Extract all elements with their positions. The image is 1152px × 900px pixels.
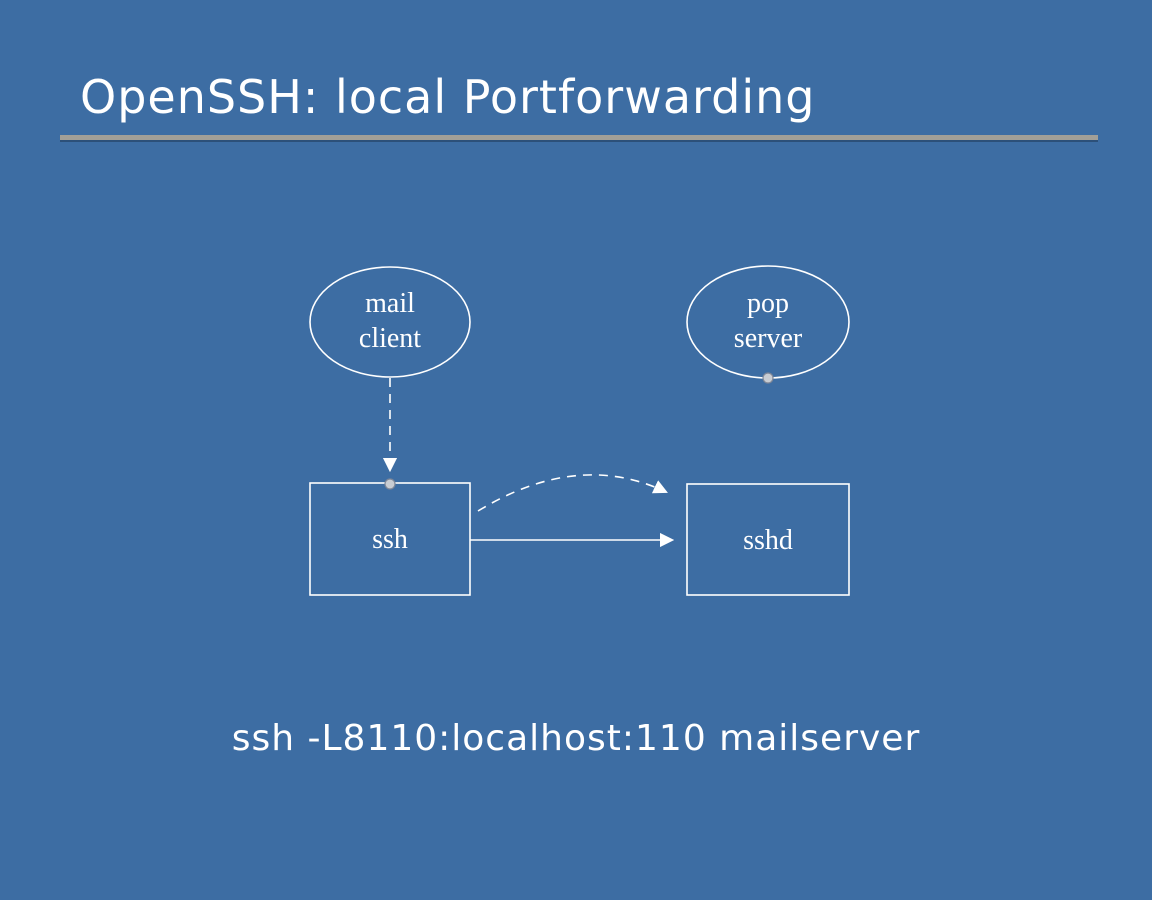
command-text: ssh -L8110:localhost:110 mailserver bbox=[231, 718, 921, 759]
mail-client-label-line2: client bbox=[359, 323, 421, 354]
pop-server-port-dot-icon bbox=[762, 372, 774, 384]
ssh-port-dot-icon bbox=[384, 478, 396, 490]
mail-client-node bbox=[309, 266, 471, 378]
sshd-label: sshd bbox=[743, 525, 793, 556]
pop-server-label-line1: pop bbox=[747, 288, 789, 319]
ssh-to-sshd-tunnel-arrow bbox=[477, 474, 668, 512]
slide-title: OpenSSH: local Portforwarding bbox=[80, 70, 816, 124]
mail-client-label-line1: mail bbox=[365, 288, 415, 319]
title-underline bbox=[60, 135, 1098, 140]
pop-server-label-line2: server bbox=[734, 323, 803, 354]
ssh-label: ssh bbox=[372, 524, 408, 555]
sshd-node bbox=[686, 483, 850, 596]
pop-server-node bbox=[686, 265, 850, 379]
